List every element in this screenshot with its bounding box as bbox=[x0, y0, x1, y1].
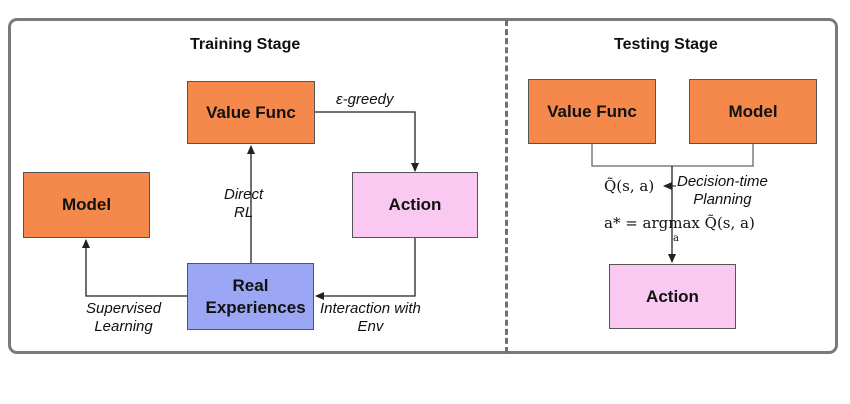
supervised-learning-label: Supervised Learning bbox=[86, 300, 161, 336]
stage-divider bbox=[505, 20, 508, 353]
direct-rl-line-2: RL bbox=[233, 204, 254, 221]
arrow-experiences-to-model bbox=[82, 239, 187, 297]
real-experiences-box: Real Experiences bbox=[187, 263, 314, 330]
training-stage-title: Training Stage bbox=[190, 36, 301, 53]
training-action-label: Action bbox=[388, 195, 442, 215]
decision-time-planning-label: Decision-time Planning bbox=[677, 173, 768, 209]
interaction-env-line-2: Env bbox=[357, 318, 384, 335]
outer-frame bbox=[8, 18, 838, 354]
interaction-env-label: Interaction with Env bbox=[320, 300, 421, 336]
training-action-box: Action bbox=[352, 172, 478, 238]
training-value-func-label: Value Func bbox=[206, 102, 296, 122]
supervised-learning-line-2: Learning bbox=[94, 318, 153, 335]
arrow-valuefunc-to-action bbox=[315, 111, 419, 172]
testing-merge-bracket bbox=[591, 144, 754, 167]
interaction-env-line-1: Interaction with bbox=[320, 300, 421, 317]
epsilon-greedy-label: ε-greedy bbox=[336, 91, 394, 108]
training-model-label: Model bbox=[61, 195, 112, 215]
decision-time-line-1: Decision-time bbox=[677, 173, 768, 190]
testing-action-box: Action bbox=[609, 264, 736, 329]
direct-rl-label: Direct RL bbox=[224, 186, 263, 222]
training-model-box: Model bbox=[23, 172, 150, 238]
argmax-formula: a* = argmax Q̃(s, a) bbox=[604, 214, 755, 232]
decision-time-line-2: Planning bbox=[693, 191, 752, 208]
argmax-subscript: a bbox=[673, 233, 679, 244]
training-value-func-box: Value Func bbox=[187, 81, 315, 144]
real-experiences-label: Real Experiences bbox=[205, 276, 306, 317]
q-tilde-label: Q̃(s, a) bbox=[604, 177, 655, 195]
testing-value-func-box: Value Func bbox=[528, 79, 656, 144]
testing-stage-title: Testing Stage bbox=[614, 36, 718, 53]
testing-model-label: Model bbox=[728, 101, 778, 121]
supervised-learning-line-1: Supervised bbox=[86, 300, 162, 317]
direct-rl-line-1: Direct bbox=[224, 186, 264, 203]
testing-model-box: Model bbox=[689, 79, 817, 144]
testing-action-label: Action bbox=[646, 286, 699, 306]
arrow-action-to-experiences bbox=[315, 238, 416, 300]
testing-value-func-label: Value Func bbox=[547, 101, 637, 121]
